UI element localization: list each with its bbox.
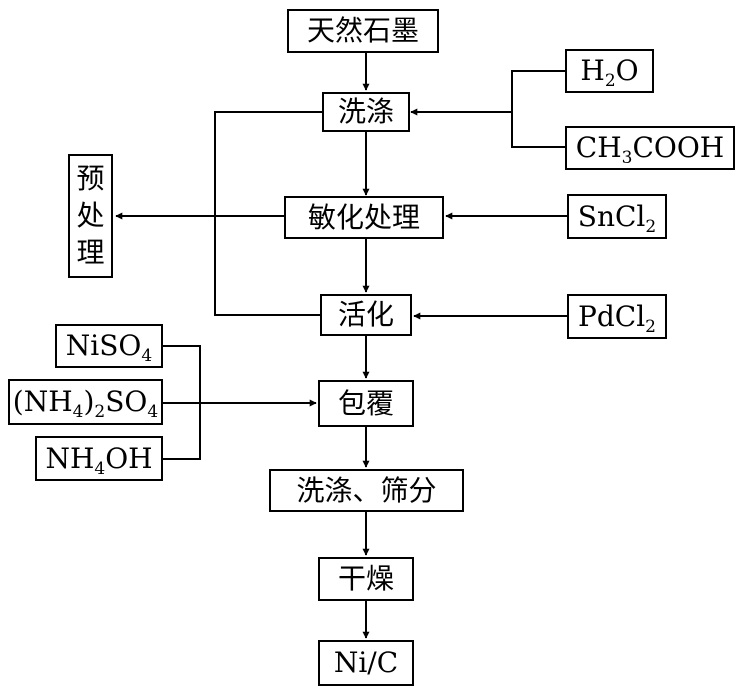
label-natural-graphite: 天然石墨	[306, 14, 419, 47]
label-wash-sieve: 洗涤、筛分	[296, 473, 437, 507]
box-product: Ni/C	[318, 640, 414, 686]
label-pretreatment-char: 处	[76, 198, 105, 232]
box-natural-graphite: 天然石墨	[287, 9, 439, 53]
formula-ammonia-water: NH4OH	[45, 441, 153, 479]
formula-palladium-chloride: PdCl2	[578, 299, 656, 337]
label-activation: 活化	[337, 298, 394, 331]
box-coating: 包覆	[318, 380, 414, 427]
box-activation: 活化	[320, 294, 412, 336]
formula-water: H2O	[580, 54, 639, 91]
box-drying: 干燥	[318, 557, 414, 601]
formula-acetic-acid: CH3COOH	[575, 131, 725, 168]
box-washing: 洗涤	[322, 92, 410, 132]
box-acetic-acid: CH3COOH	[565, 126, 735, 170]
label-pretreatment-char: 预	[76, 161, 105, 195]
formula-tin-chloride: SnCl2	[577, 199, 657, 237]
label-product: Ni/C	[333, 646, 399, 679]
formula-ammonium-sulfate: (NH4)2SO4	[12, 385, 159, 422]
box-wash-sieve: 洗涤、筛分	[269, 469, 464, 512]
box-sensitization: 敏化处理	[284, 196, 444, 239]
label-coating: 包覆	[337, 386, 394, 420]
box-water: H2O	[565, 49, 654, 93]
box-nickel-sulfate: NiSO4	[55, 324, 163, 368]
label-drying: 干燥	[337, 562, 394, 595]
line-activation-back-to-washing	[214, 111, 322, 316]
box-tin-chloride: SnCl2	[567, 194, 667, 239]
label-pretreatment-char: 理	[76, 236, 105, 270]
box-pretreatment: 预 处 理	[68, 154, 113, 278]
box-ammonia-water: NH4OH	[35, 436, 163, 481]
label-sensitization: 敏化处理	[307, 200, 420, 234]
label-washing: 洗涤	[337, 95, 394, 128]
bracket-washing-reagents	[511, 70, 565, 148]
box-ammonium-sulfate: (NH4)2SO4	[8, 379, 163, 425]
box-palladium-chloride: PdCl2	[567, 294, 667, 339]
formula-nickel-sulfate: NiSO4	[65, 329, 153, 366]
